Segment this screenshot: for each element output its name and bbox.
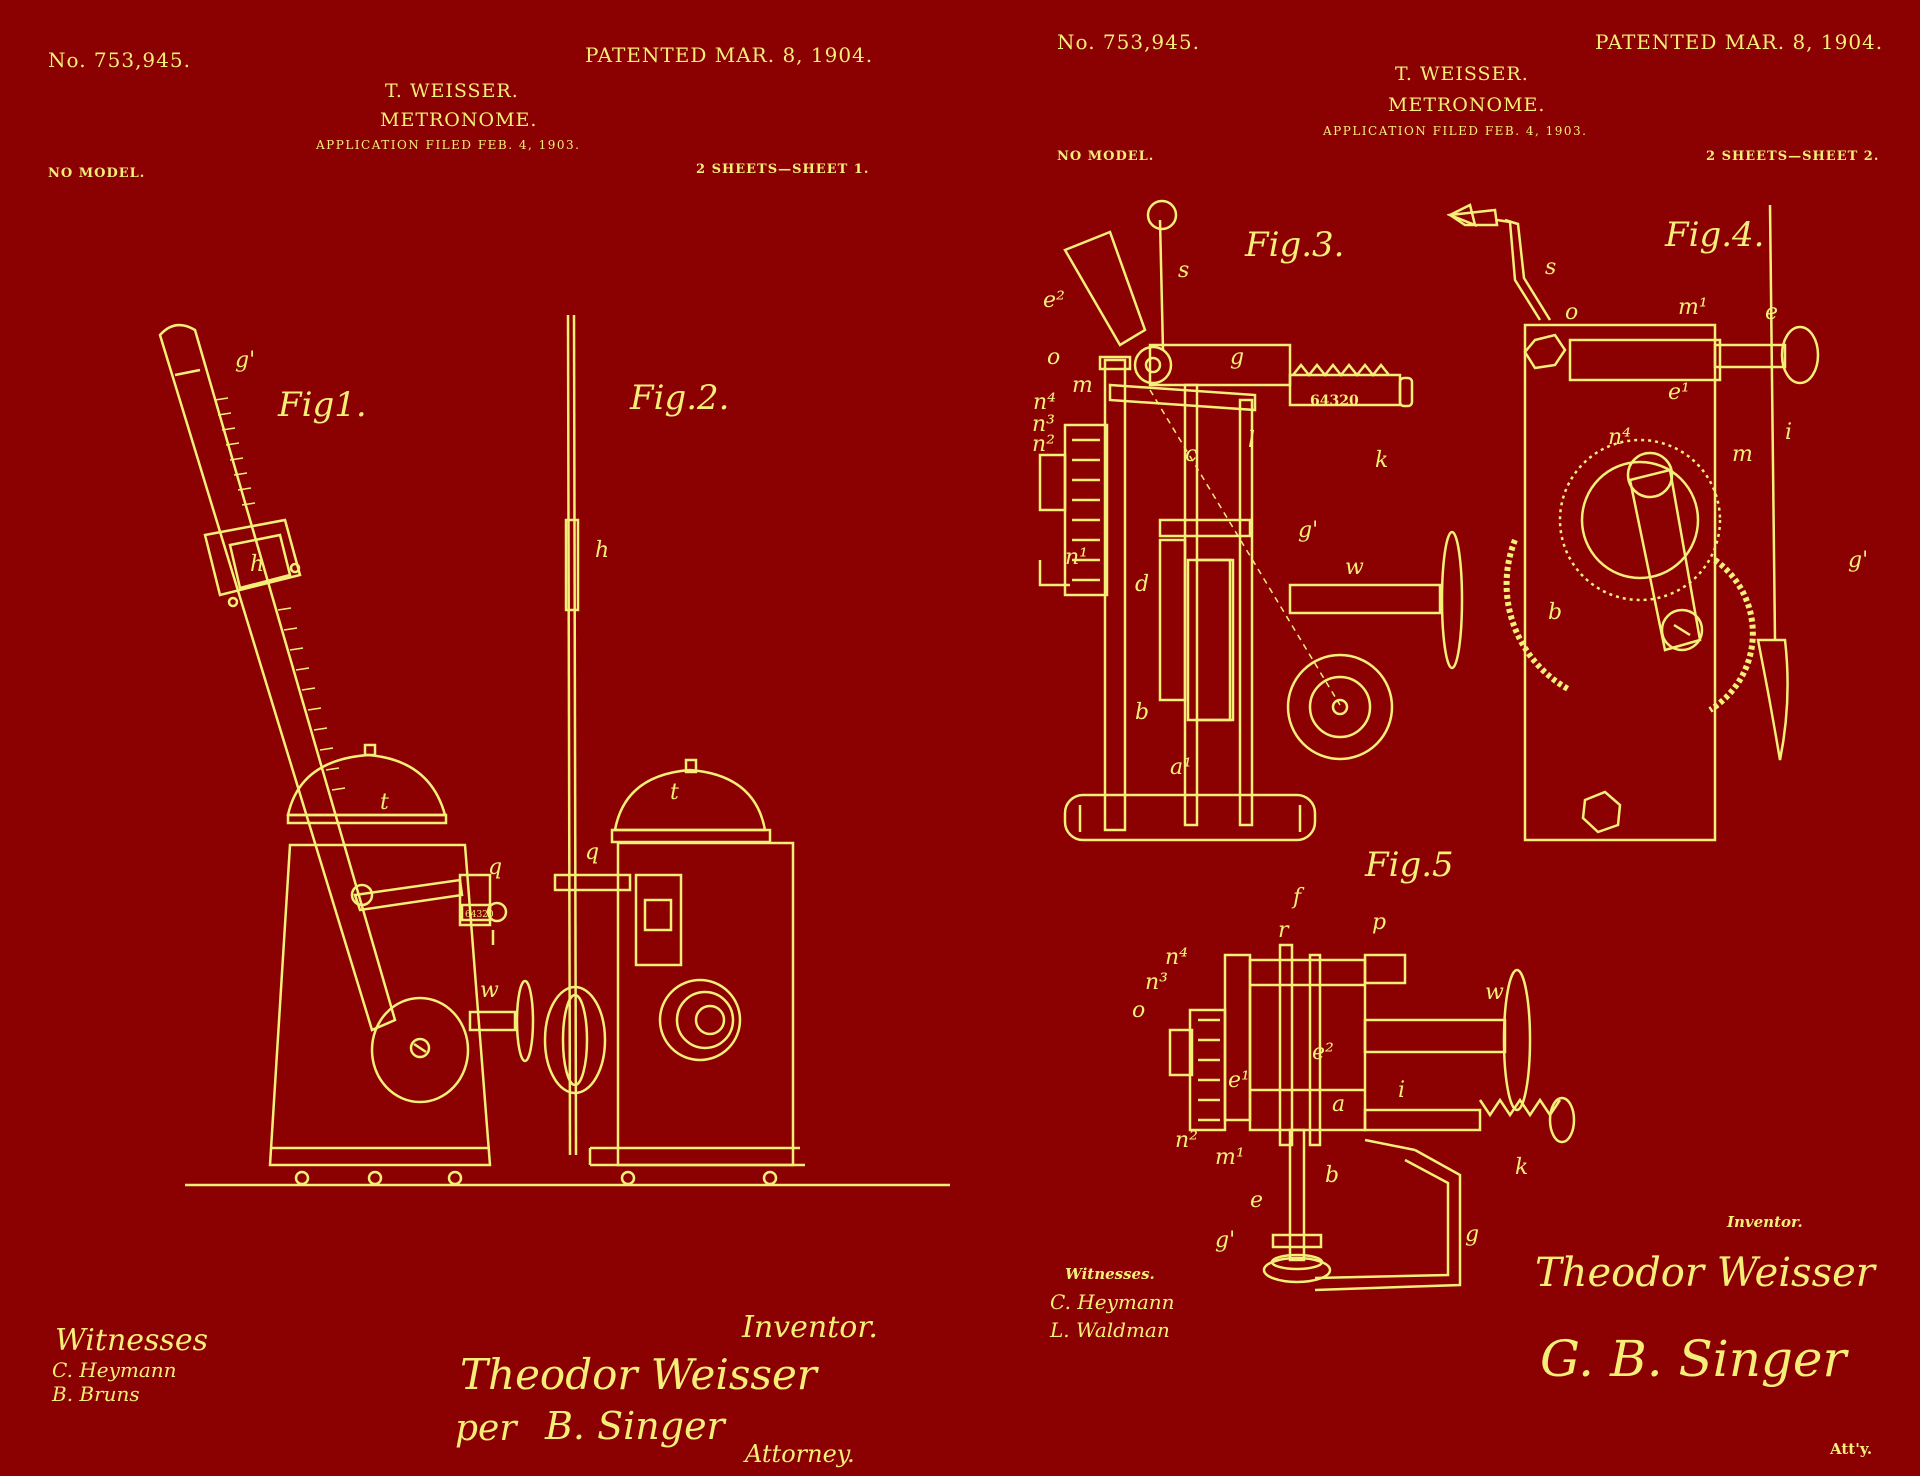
- label-o-fig5: o: [1132, 998, 1146, 1023]
- patent-number: No. 753,945.: [48, 48, 191, 72]
- label-g-prime-fig4: g': [1848, 548, 1869, 573]
- label-t: t: [380, 790, 389, 815]
- scale-number: 64320: [465, 910, 494, 920]
- label-s-fig4: s: [1545, 255, 1557, 280]
- label-b: b: [1135, 700, 1150, 725]
- fig1-fig2-drawing: [0, 0, 960, 1476]
- label-q: q: [488, 855, 503, 880]
- label-n2-fig5: n²: [1175, 1128, 1198, 1153]
- label-a1: a¹: [1170, 755, 1192, 780]
- witness-2: B. Bruns: [52, 1382, 140, 1406]
- witness-1: C. Heymann: [1050, 1290, 1175, 1314]
- label-o-fig4: o: [1565, 300, 1579, 325]
- label-e2-fig5: e²: [1312, 1040, 1334, 1065]
- label-k-fig5: k: [1515, 1155, 1529, 1180]
- counter-number: 64320: [1310, 393, 1359, 409]
- fig1-label: Fig1.: [278, 385, 367, 425]
- fig5-label: Fig.5: [1365, 845, 1454, 885]
- label-i-fig5: i: [1398, 1078, 1406, 1103]
- application-date: APPLICATION FILED FEB. 4, 1903.: [316, 138, 581, 152]
- label-m-fig4: m: [1732, 442, 1753, 467]
- label-p: p: [1372, 910, 1387, 935]
- label-m1-fig5: m¹: [1215, 1145, 1245, 1170]
- label-g-prime-fig5: g': [1215, 1228, 1236, 1253]
- label-w-fig5: w: [1485, 980, 1504, 1005]
- label-q-fig2: q: [585, 840, 600, 865]
- label-n4-fig4: n⁴: [1608, 425, 1631, 450]
- label-m1: m¹: [1678, 295, 1708, 320]
- patent-sheet-2: No. 753,945. PATENTED MAR. 8, 1904. T. W…: [1010, 0, 1920, 1476]
- patent-date: PATENTED MAR. 8, 1904.: [585, 43, 874, 67]
- label-o: o: [1047, 345, 1061, 370]
- inventor-signature: Theodor Weisser: [1535, 1250, 1875, 1296]
- label-s: s: [1178, 258, 1190, 283]
- label-b-fig5: b: [1325, 1163, 1340, 1188]
- witnesses-label: Witnesses.: [1065, 1265, 1155, 1283]
- patent-number: No. 753,945.: [1057, 30, 1200, 54]
- label-g-prime: g': [235, 348, 256, 373]
- label-l: l: [1248, 428, 1256, 453]
- label-e-fig5: e: [1250, 1188, 1264, 1213]
- witness-2: L. Waldman: [1050, 1318, 1170, 1342]
- inventor-signature: Theodor Weisser: [460, 1350, 817, 1399]
- sheet-count: 2 SHEETS—SHEET 2.: [1706, 149, 1880, 164]
- label-n1: n¹: [1065, 545, 1088, 570]
- label-w: w: [1345, 555, 1364, 580]
- label-n3: n³: [1032, 412, 1055, 437]
- attorney-label: Att'y.: [1830, 1440, 1873, 1458]
- fig4-label: Fig.4.: [1665, 215, 1765, 255]
- fig2-label: Fig.2.: [630, 378, 730, 418]
- label-b-fig4: b: [1548, 600, 1563, 625]
- inventor-label: Inventor.: [742, 1310, 878, 1345]
- inventor-label: Inventor.: [1727, 1213, 1803, 1231]
- label-n3-fig5: n³: [1145, 970, 1168, 995]
- label-i: i: [1785, 420, 1793, 445]
- attorney-label: Attorney.: [745, 1440, 855, 1468]
- label-g-prime: g': [1298, 518, 1319, 543]
- label-k: k: [1375, 448, 1389, 473]
- patent-sheet-1: No. 753,945. PATENTED MAR. 8, 1904. T. W…: [0, 0, 960, 1476]
- application-date: APPLICATION FILED FEB. 4, 1903.: [1323, 124, 1588, 138]
- inventor-name: T. WEISSER.: [1395, 63, 1529, 85]
- patent-date: PATENTED MAR. 8, 1904.: [1595, 30, 1884, 54]
- label-r: r: [1278, 918, 1289, 943]
- fig3-label: Fig.3.: [1245, 225, 1345, 265]
- label-h-fig2: h: [595, 538, 610, 563]
- label-t-fig2: t: [670, 780, 679, 805]
- label-n4: n⁴: [1033, 390, 1056, 415]
- label-h: h: [250, 552, 265, 577]
- label-e1: e¹: [1668, 380, 1690, 405]
- label-g-fig5: g: [1465, 1222, 1480, 1247]
- attorney-signature: G. B. Singer: [1540, 1330, 1847, 1388]
- label-n2: n²: [1032, 432, 1055, 457]
- witnesses-label: Witnesses: [55, 1323, 208, 1358]
- fig3-fig4-fig5-drawing: [1010, 0, 1920, 1476]
- model-note: NO MODEL.: [1057, 149, 1155, 164]
- label-n4-fig5: n⁴: [1165, 945, 1188, 970]
- label-g: g: [1230, 345, 1245, 370]
- per-text: per: [455, 1408, 517, 1449]
- label-e: e: [1765, 300, 1779, 325]
- label-e1-fig5: e¹: [1228, 1068, 1250, 1093]
- label-d: d: [1135, 572, 1150, 597]
- label-f: f: [1293, 885, 1302, 910]
- patent-title: METRONOME.: [1388, 94, 1546, 116]
- sheet-count: 2 SHEETS—SHEET 1.: [696, 162, 870, 177]
- inventor-name: T. WEISSER.: [385, 80, 519, 102]
- label-c: c: [1185, 442, 1198, 467]
- witness-1: C. Heymann: [52, 1358, 177, 1382]
- label-w: w: [480, 978, 499, 1003]
- label-e2: e²: [1043, 288, 1065, 313]
- label-m: m: [1072, 373, 1093, 398]
- model-note: NO MODEL.: [48, 166, 146, 181]
- label-a-fig5: a: [1332, 1092, 1346, 1117]
- patent-title: METRONOME.: [380, 109, 538, 131]
- attorney-signature: B. Singer: [545, 1404, 725, 1448]
